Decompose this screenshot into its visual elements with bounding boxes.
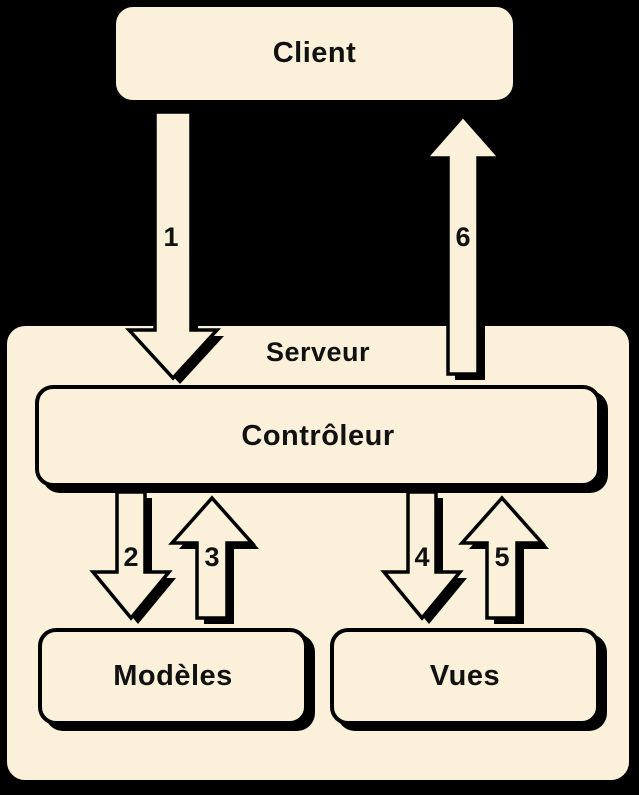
- node-modeles: Modèles: [38, 628, 308, 725]
- container-serveur-label: Serveur: [265, 337, 371, 367]
- arrow-3-label: 3: [204, 542, 220, 572]
- node-vues-label: Vues: [429, 660, 501, 692]
- arrow-5-up-icon: [458, 495, 549, 624]
- arrow-4-label: 4: [414, 542, 430, 572]
- node-controleur-label: Contrôleur: [241, 419, 395, 452]
- node-client: Client: [113, 4, 516, 103]
- arrow-5-label: 5: [494, 542, 510, 572]
- arrow-3-up-icon: [168, 495, 259, 624]
- arrow-1-label: 1: [163, 222, 179, 252]
- node-controleur: Contrôleur: [35, 385, 601, 487]
- arrow-4-down-icon: [380, 490, 467, 624]
- arrow-2-label: 2: [123, 542, 139, 572]
- node-modeles-label: Modèles: [113, 660, 233, 692]
- arrow-2-down-icon: [89, 490, 176, 624]
- arrow-1-down-icon: [125, 110, 224, 384]
- arrow-6-up-icon: [422, 113, 507, 380]
- node-client-label: Client: [272, 37, 357, 69]
- arrow-6-label: 6: [455, 222, 471, 252]
- node-vues: Vues: [330, 628, 600, 725]
